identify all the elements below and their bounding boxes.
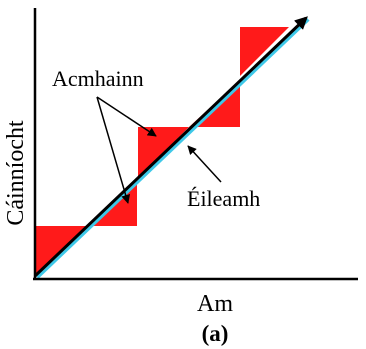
annotation-arrows [96,96,222,204]
y-axis-label: Cáinníocht [3,120,29,226]
axes [33,8,358,281]
x-axis-label: Am [197,291,233,317]
supply-arrow-left [96,96,131,204]
figure-caption: (a) [202,321,229,346]
supply-label: Acmhainn [52,66,144,91]
demand-arrow [187,145,222,183]
supply-arrow-right [96,96,157,137]
demand-label: Éileamh [187,186,260,211]
demand-line [33,16,310,279]
supply-step-7 [240,27,289,76]
